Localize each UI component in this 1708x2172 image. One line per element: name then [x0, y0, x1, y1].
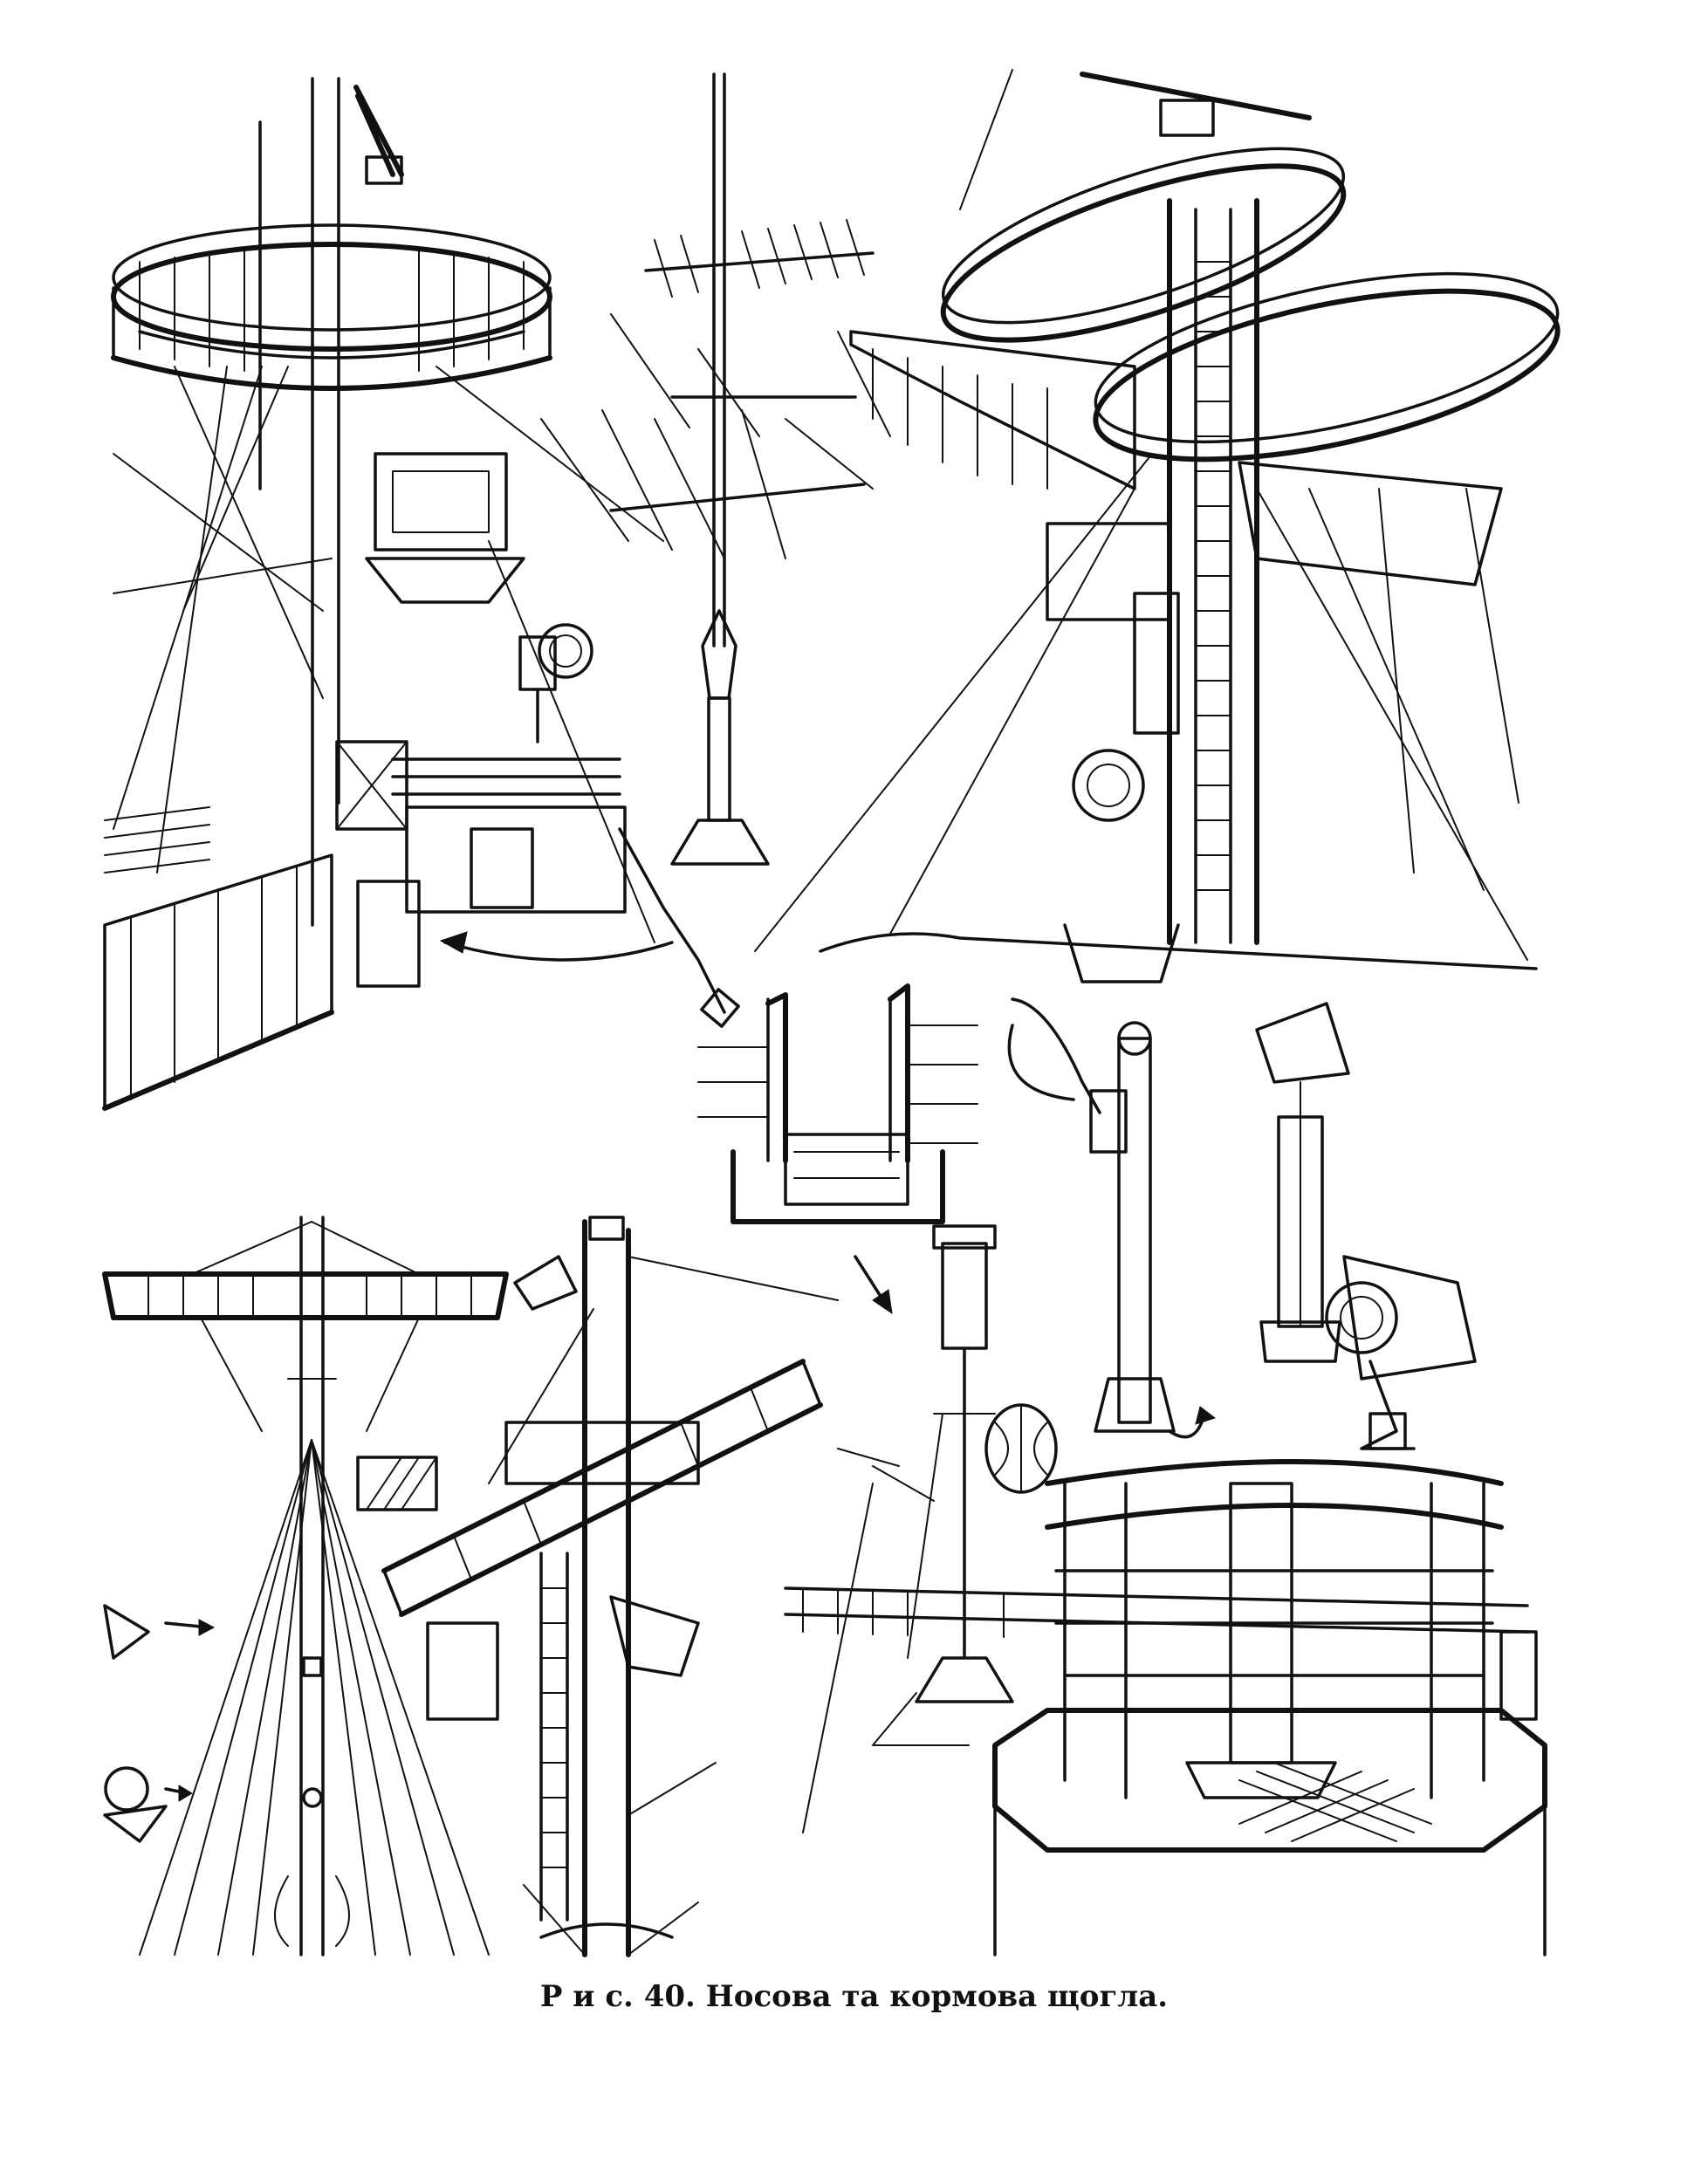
crosstree: [381, 1216, 839, 1957]
searchlight-platform: [784, 1224, 1547, 1956]
mast-yard: [102, 1216, 509, 1956]
fore-mast-platform: [102, 77, 740, 1111]
aft-mast-ladder: [754, 69, 1561, 983]
lamp-posts: [1007, 997, 1350, 1439]
antenna-mast: [601, 72, 891, 866]
figure-caption: Р и с. 40. Носова та кормова щогла.: [539, 1979, 1169, 2014]
companion-ladder: [697, 983, 978, 1315]
